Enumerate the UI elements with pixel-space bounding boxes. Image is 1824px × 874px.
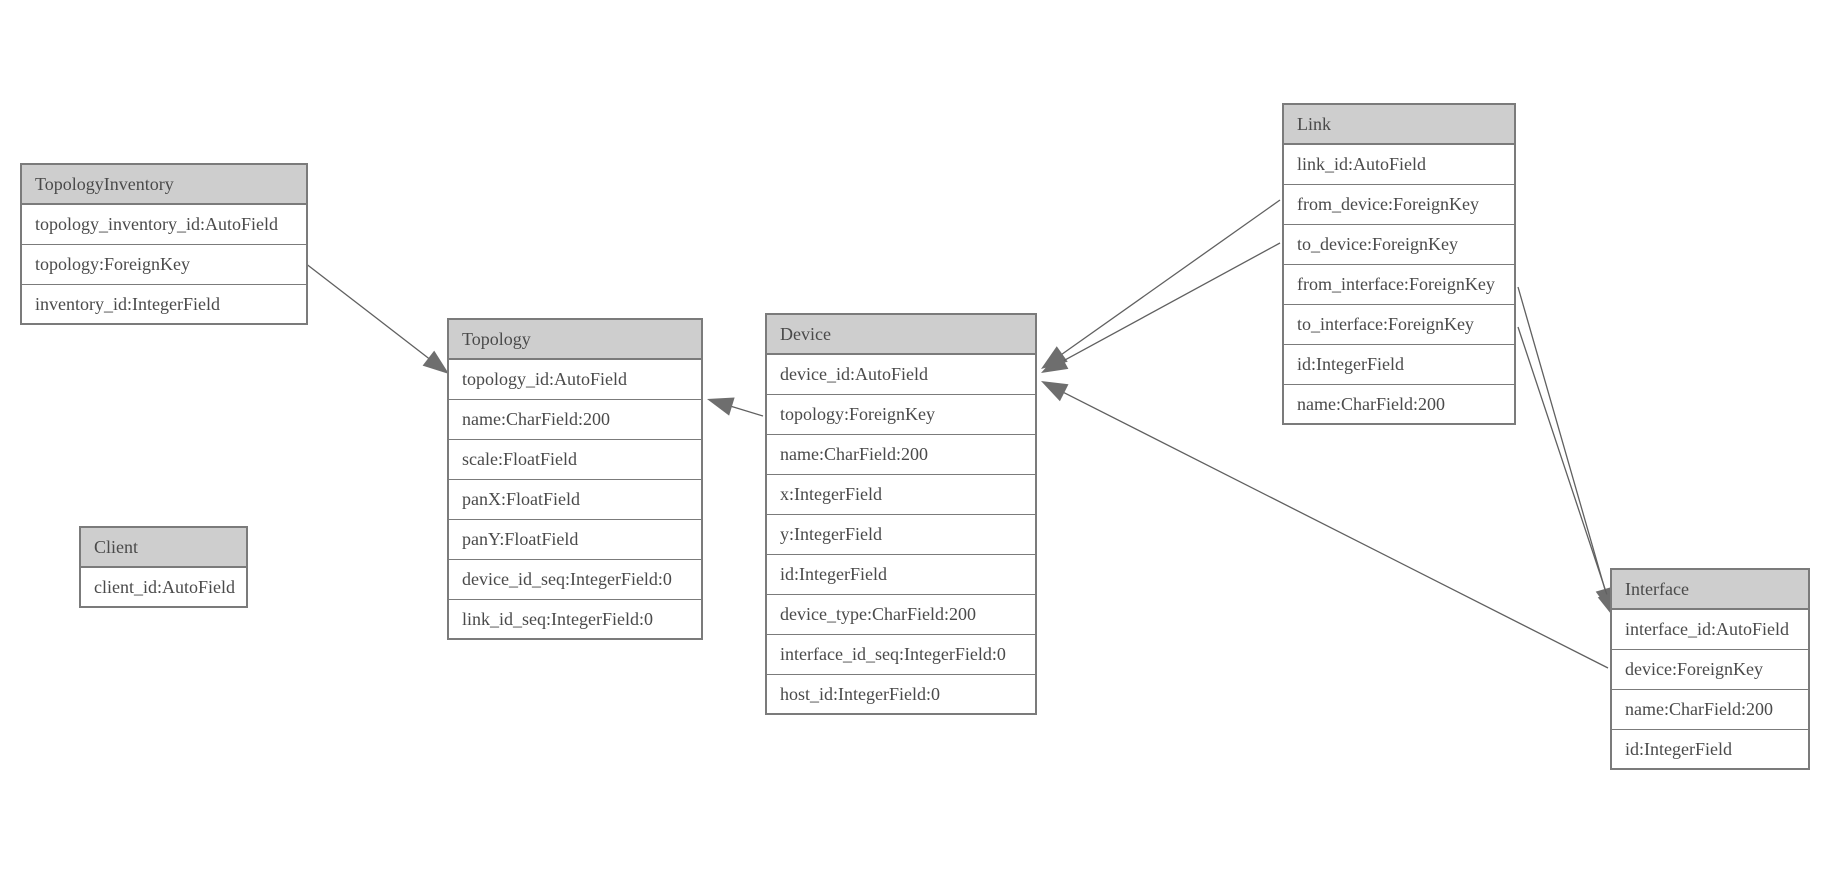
entity-field-row: device_id_seq:IntegerField:0 [449, 560, 701, 600]
arrowhead-icon [707, 397, 735, 416]
edge-topologyinventory-topology-to-topology-topology-id [304, 262, 449, 374]
entity-field-row: id:IntegerField [1284, 345, 1514, 385]
arrowhead-icon [1041, 346, 1068, 369]
entity-field-row: id:IntegerField [1625, 739, 1732, 759]
edge-link-from-device-to-device-device-id [1041, 199, 1281, 369]
entity-field-row: device_type:CharField:200 [767, 595, 1035, 635]
arrowhead-icon [1041, 352, 1069, 373]
entity-field-row: to_device:ForeignKey [1284, 225, 1514, 265]
entity-field-row: id:IntegerField [767, 555, 1035, 595]
entity-field-row: name:CharField:200 [1612, 690, 1808, 730]
entity-field-row: to_interface:ForeignKey [1284, 305, 1514, 345]
entity-field-row: inventory_id:IntegerField [35, 294, 220, 314]
entity-field-row: device_id:AutoField [767, 355, 1035, 395]
entity-field-row: y:IntegerField [767, 515, 1035, 555]
edge-device-topology-to-topology-topology-id [707, 397, 764, 417]
entity-field-row: scale:FloatField [449, 440, 701, 480]
entity-title-topologyinventory: TopologyInventory [22, 165, 306, 205]
entity-client: Client client_id:AutoField [79, 526, 248, 608]
entity-field-row: panY:FloatField [449, 520, 701, 560]
arrowhead-icon [422, 350, 449, 374]
entity-title-client: Client [81, 528, 246, 568]
entity-field-row: x:IntegerField [767, 475, 1035, 515]
entity-field-row: panX:FloatField [449, 480, 701, 520]
entity-field-row: name:CharField:200 [1297, 394, 1445, 414]
entity-field-row: link_id_seq:IntegerField:0 [462, 609, 653, 629]
edge-link-to-interface-to-interface-interface-id [1517, 326, 1616, 619]
entity-field-row: name:CharField:200 [449, 400, 701, 440]
entity-field-row: interface_id_seq:IntegerField:0 [767, 635, 1035, 675]
entity-field-row: from_device:ForeignKey [1284, 185, 1514, 225]
entity-field-row: topology:ForeignKey [22, 245, 306, 285]
entity-field-row: from_interface:ForeignKey [1284, 265, 1514, 305]
entity-field-row: interface_id:AutoField [1612, 610, 1808, 650]
entity-title-interface: Interface [1612, 570, 1808, 610]
entity-field-row: topology_inventory_id:AutoField [22, 205, 306, 245]
entity-field-row: device:ForeignKey [1612, 650, 1808, 690]
edge-link-to-device-to-device-device-id [1041, 242, 1281, 373]
entity-field-row: host_id:IntegerField:0 [780, 684, 940, 704]
entity-title-topology: Topology [449, 320, 701, 360]
entity-field-row: topology:ForeignKey [767, 395, 1035, 435]
edge-link-from-interface-to-interface-interface-id [1517, 286, 1614, 614]
entity-title-link: Link [1284, 105, 1514, 145]
entity-field-row: name:CharField:200 [767, 435, 1035, 475]
entity-title-device: Device [767, 315, 1035, 355]
entity-field-row: link_id:AutoField [1284, 145, 1514, 185]
entity-field-row: topology_id:AutoField [449, 360, 701, 400]
entity-field-row: client_id:AutoField [94, 577, 235, 597]
arrowhead-icon [1041, 381, 1069, 402]
